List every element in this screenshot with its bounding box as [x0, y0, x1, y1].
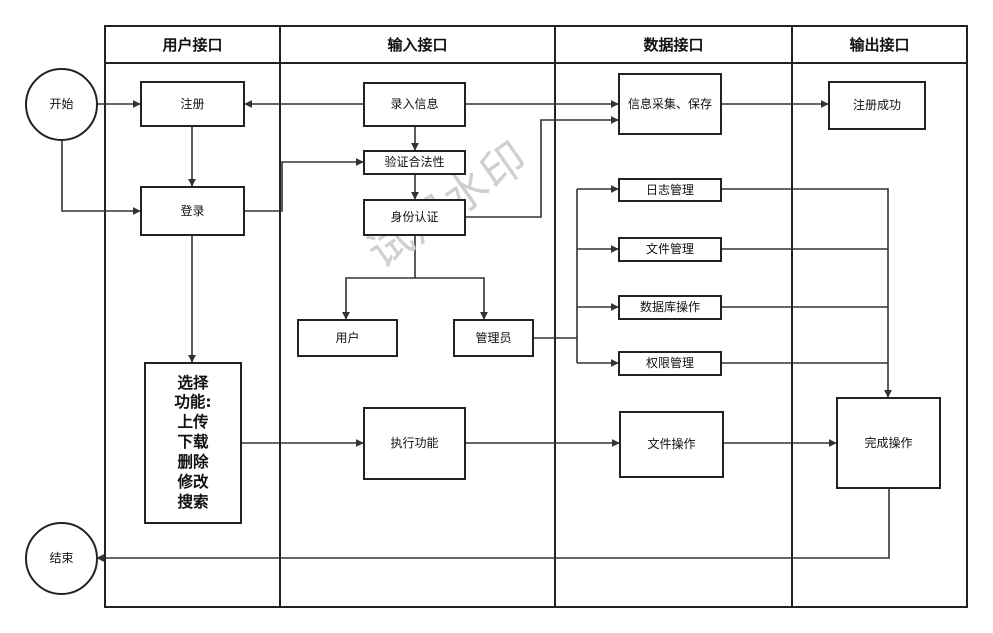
register-node: 注册	[140, 81, 245, 127]
permission-management-node: 权限管理	[618, 351, 722, 376]
select-line-1: 选择	[177, 373, 209, 392]
arrow-login-verify	[245, 158, 364, 212]
lane-header-input: 输入接口	[387, 36, 448, 54]
lane-header-data: 数据接口	[643, 36, 704, 54]
end-node: 结束	[25, 522, 98, 595]
arrow-split-user	[342, 277, 415, 320]
identity-auth-node: 身份认证	[363, 199, 466, 236]
file-management-node: 文件管理	[618, 237, 722, 262]
log-management-node: 日志管理	[618, 178, 722, 202]
arrow-start-login	[61, 140, 141, 215]
collect-save-node: 信息采集、保存	[618, 73, 722, 135]
select-line-7: 搜索	[177, 492, 209, 511]
select-line-2: 功能:	[174, 393, 212, 412]
start-node: 开始	[25, 68, 98, 141]
lane-header-user: 用户接口	[162, 36, 223, 54]
login-node: 登录	[140, 186, 245, 236]
admin-node: 管理员	[453, 319, 534, 357]
file-operation-node: 文件操作	[619, 411, 724, 478]
select-line-6: 修改	[177, 472, 209, 491]
database-operation-node: 数据库操作	[618, 295, 722, 320]
select-line-5: 删除	[177, 452, 209, 471]
select-line-4: 下载	[177, 433, 209, 452]
select-line-3: 上传	[177, 413, 209, 432]
arrow-complete-end	[96, 489, 890, 562]
register-success-node: 注册成功	[828, 81, 926, 130]
complete-operation-node: 完成操作	[836, 397, 941, 489]
execute-function-node: 执行功能	[363, 407, 466, 480]
arrow-identity-collect	[466, 116, 619, 218]
lane-header-output: 输出接口	[849, 36, 910, 54]
arrow-log-complete	[722, 188, 892, 398]
input-info-node: 录入信息	[363, 82, 466, 127]
swimlane-frame	[104, 25, 968, 608]
select-function-node: 选择 功能: 上传 下载 删除 修改 搜索	[144, 362, 242, 524]
user-node: 用户	[297, 319, 398, 357]
connectors	[61, 100, 892, 562]
arrow-split-admin	[415, 277, 488, 320]
verify-legality-node: 验证合法性	[363, 150, 466, 175]
